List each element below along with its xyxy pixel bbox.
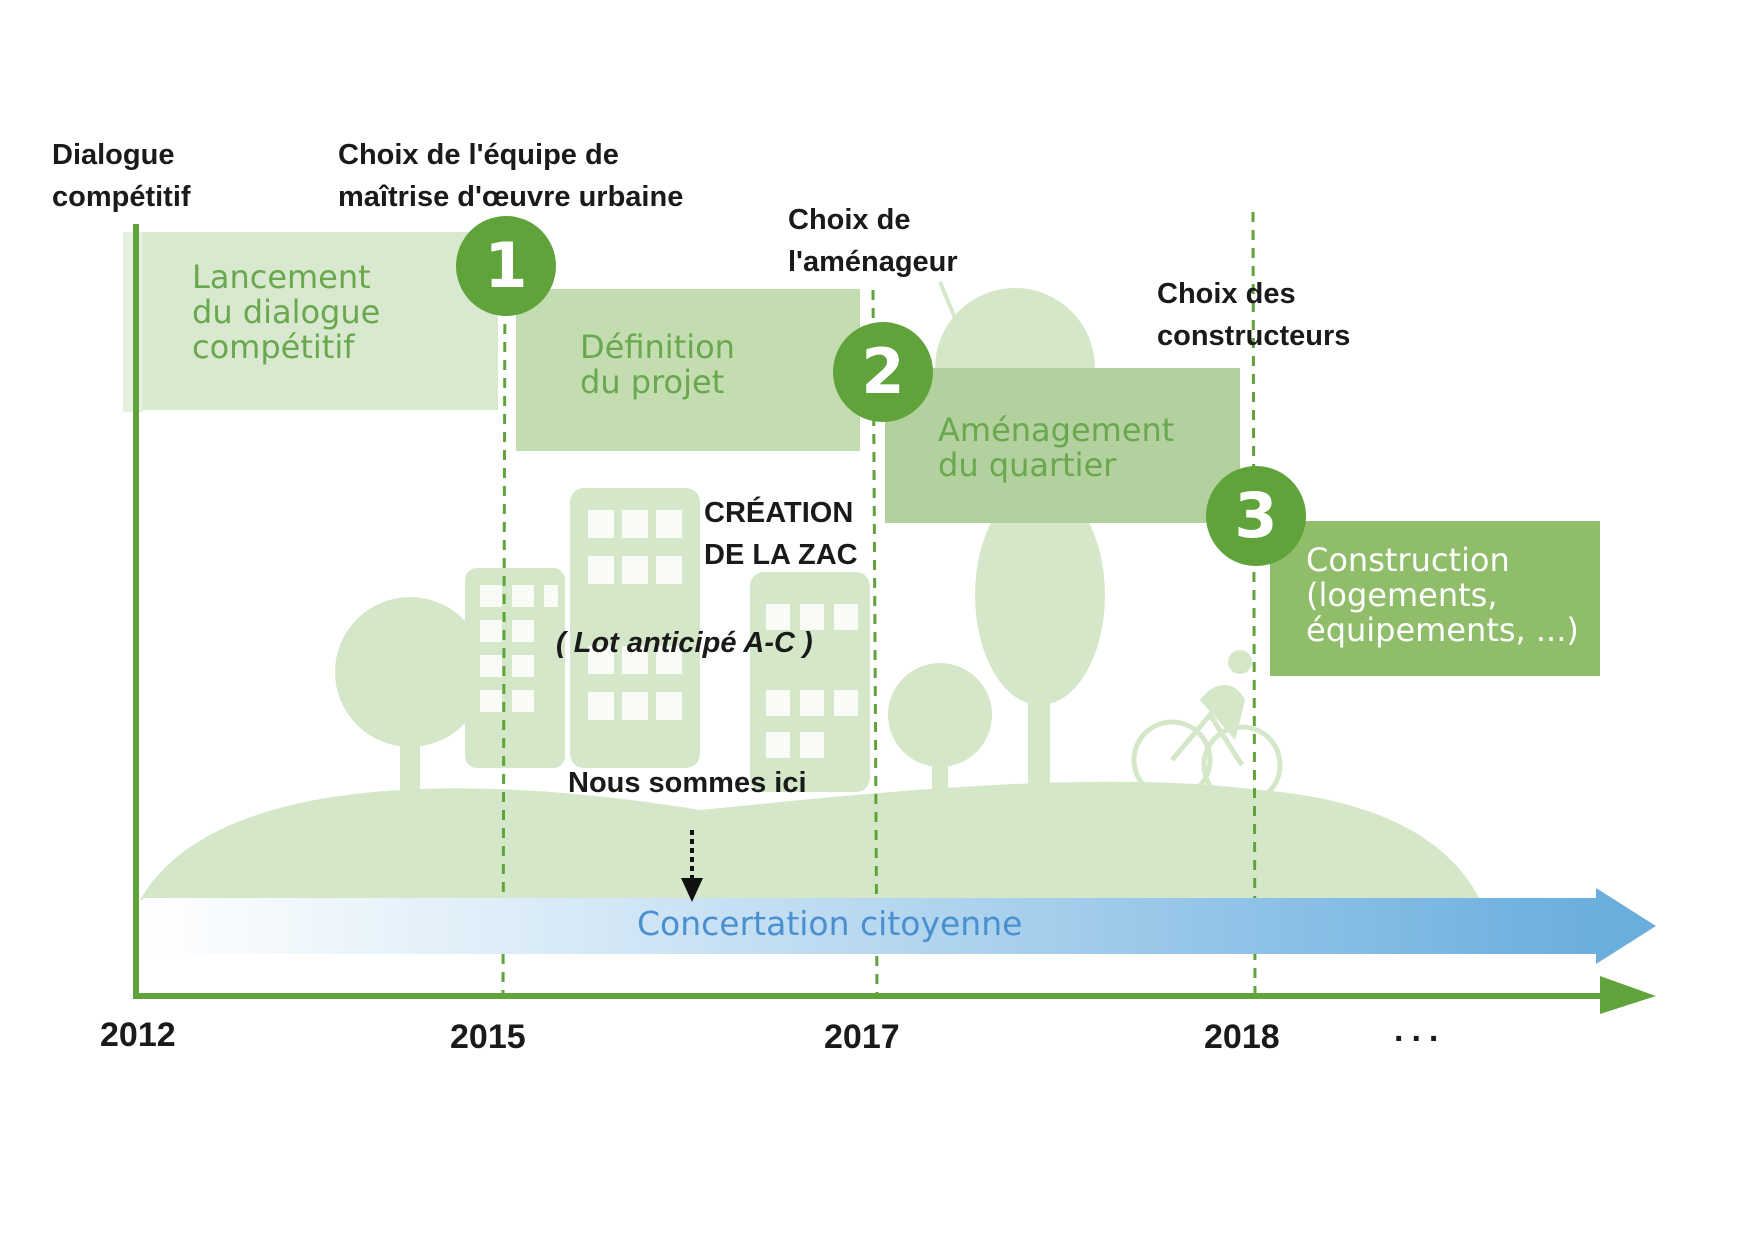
tree-icon [335, 597, 485, 747]
milestone-line-2015 [501, 269, 507, 996]
concertation-arrow [143, 888, 1656, 964]
milestone-label-constructeurs: Choix des constructeurs [1157, 278, 1351, 352]
phase-box-lancement [143, 232, 498, 410]
lot-anticipe-label: ( Lot anticipé A-C ) [556, 627, 813, 659]
year-label-2012: 2012 [100, 1016, 176, 1054]
milestone-label-dialogue: Dialogue compétitif [52, 139, 191, 213]
phase-box-definition [516, 289, 860, 451]
phase-text-amenagement: Aménagement du quartier [938, 411, 1175, 484]
milestone-label-amenageur: Choix de l'aménageur [788, 204, 958, 278]
tree-icon [888, 663, 992, 767]
creation-zac-label: CRÉATION DE LA ZAC [704, 497, 858, 571]
phase-box-construction [1270, 521, 1600, 676]
phase-text-construction: Construction (logements, équipements, ..… [1306, 541, 1579, 649]
year-label-2018: 2018 [1204, 1018, 1280, 1056]
tree-icon [975, 485, 1105, 705]
step-number-1: 1 [484, 229, 528, 302]
milestone-line-2018 [1251, 211, 1257, 996]
concertation-label: Concertation citoyenne [637, 904, 1023, 943]
ellipsis-label: ... [1394, 1011, 1447, 1049]
step-number-3: 3 [1234, 479, 1278, 552]
year-label-2015: 2015 [450, 1018, 526, 1056]
milestone-label-equipe: Choix de l'équipe de maîtrise d'œuvre ur… [338, 139, 684, 213]
phase-box-amenagement [885, 368, 1240, 523]
here-marker-arrow [681, 830, 703, 902]
step-number-2: 2 [861, 335, 905, 408]
step-circle-1 [456, 216, 556, 316]
year-label-2017: 2017 [824, 1018, 900, 1056]
step-circle-3 [1206, 466, 1306, 566]
time-axis-arrow [133, 976, 1656, 1014]
here-label: Nous sommes ici [568, 767, 807, 799]
background-illustration [140, 281, 1480, 900]
phase-text-lancement: Lancement du dialogue compétitif [192, 258, 381, 366]
hill-shape [140, 781, 1480, 900]
step-circle-2 [833, 322, 933, 422]
phase-text-definition: Définition du projet [580, 328, 735, 401]
